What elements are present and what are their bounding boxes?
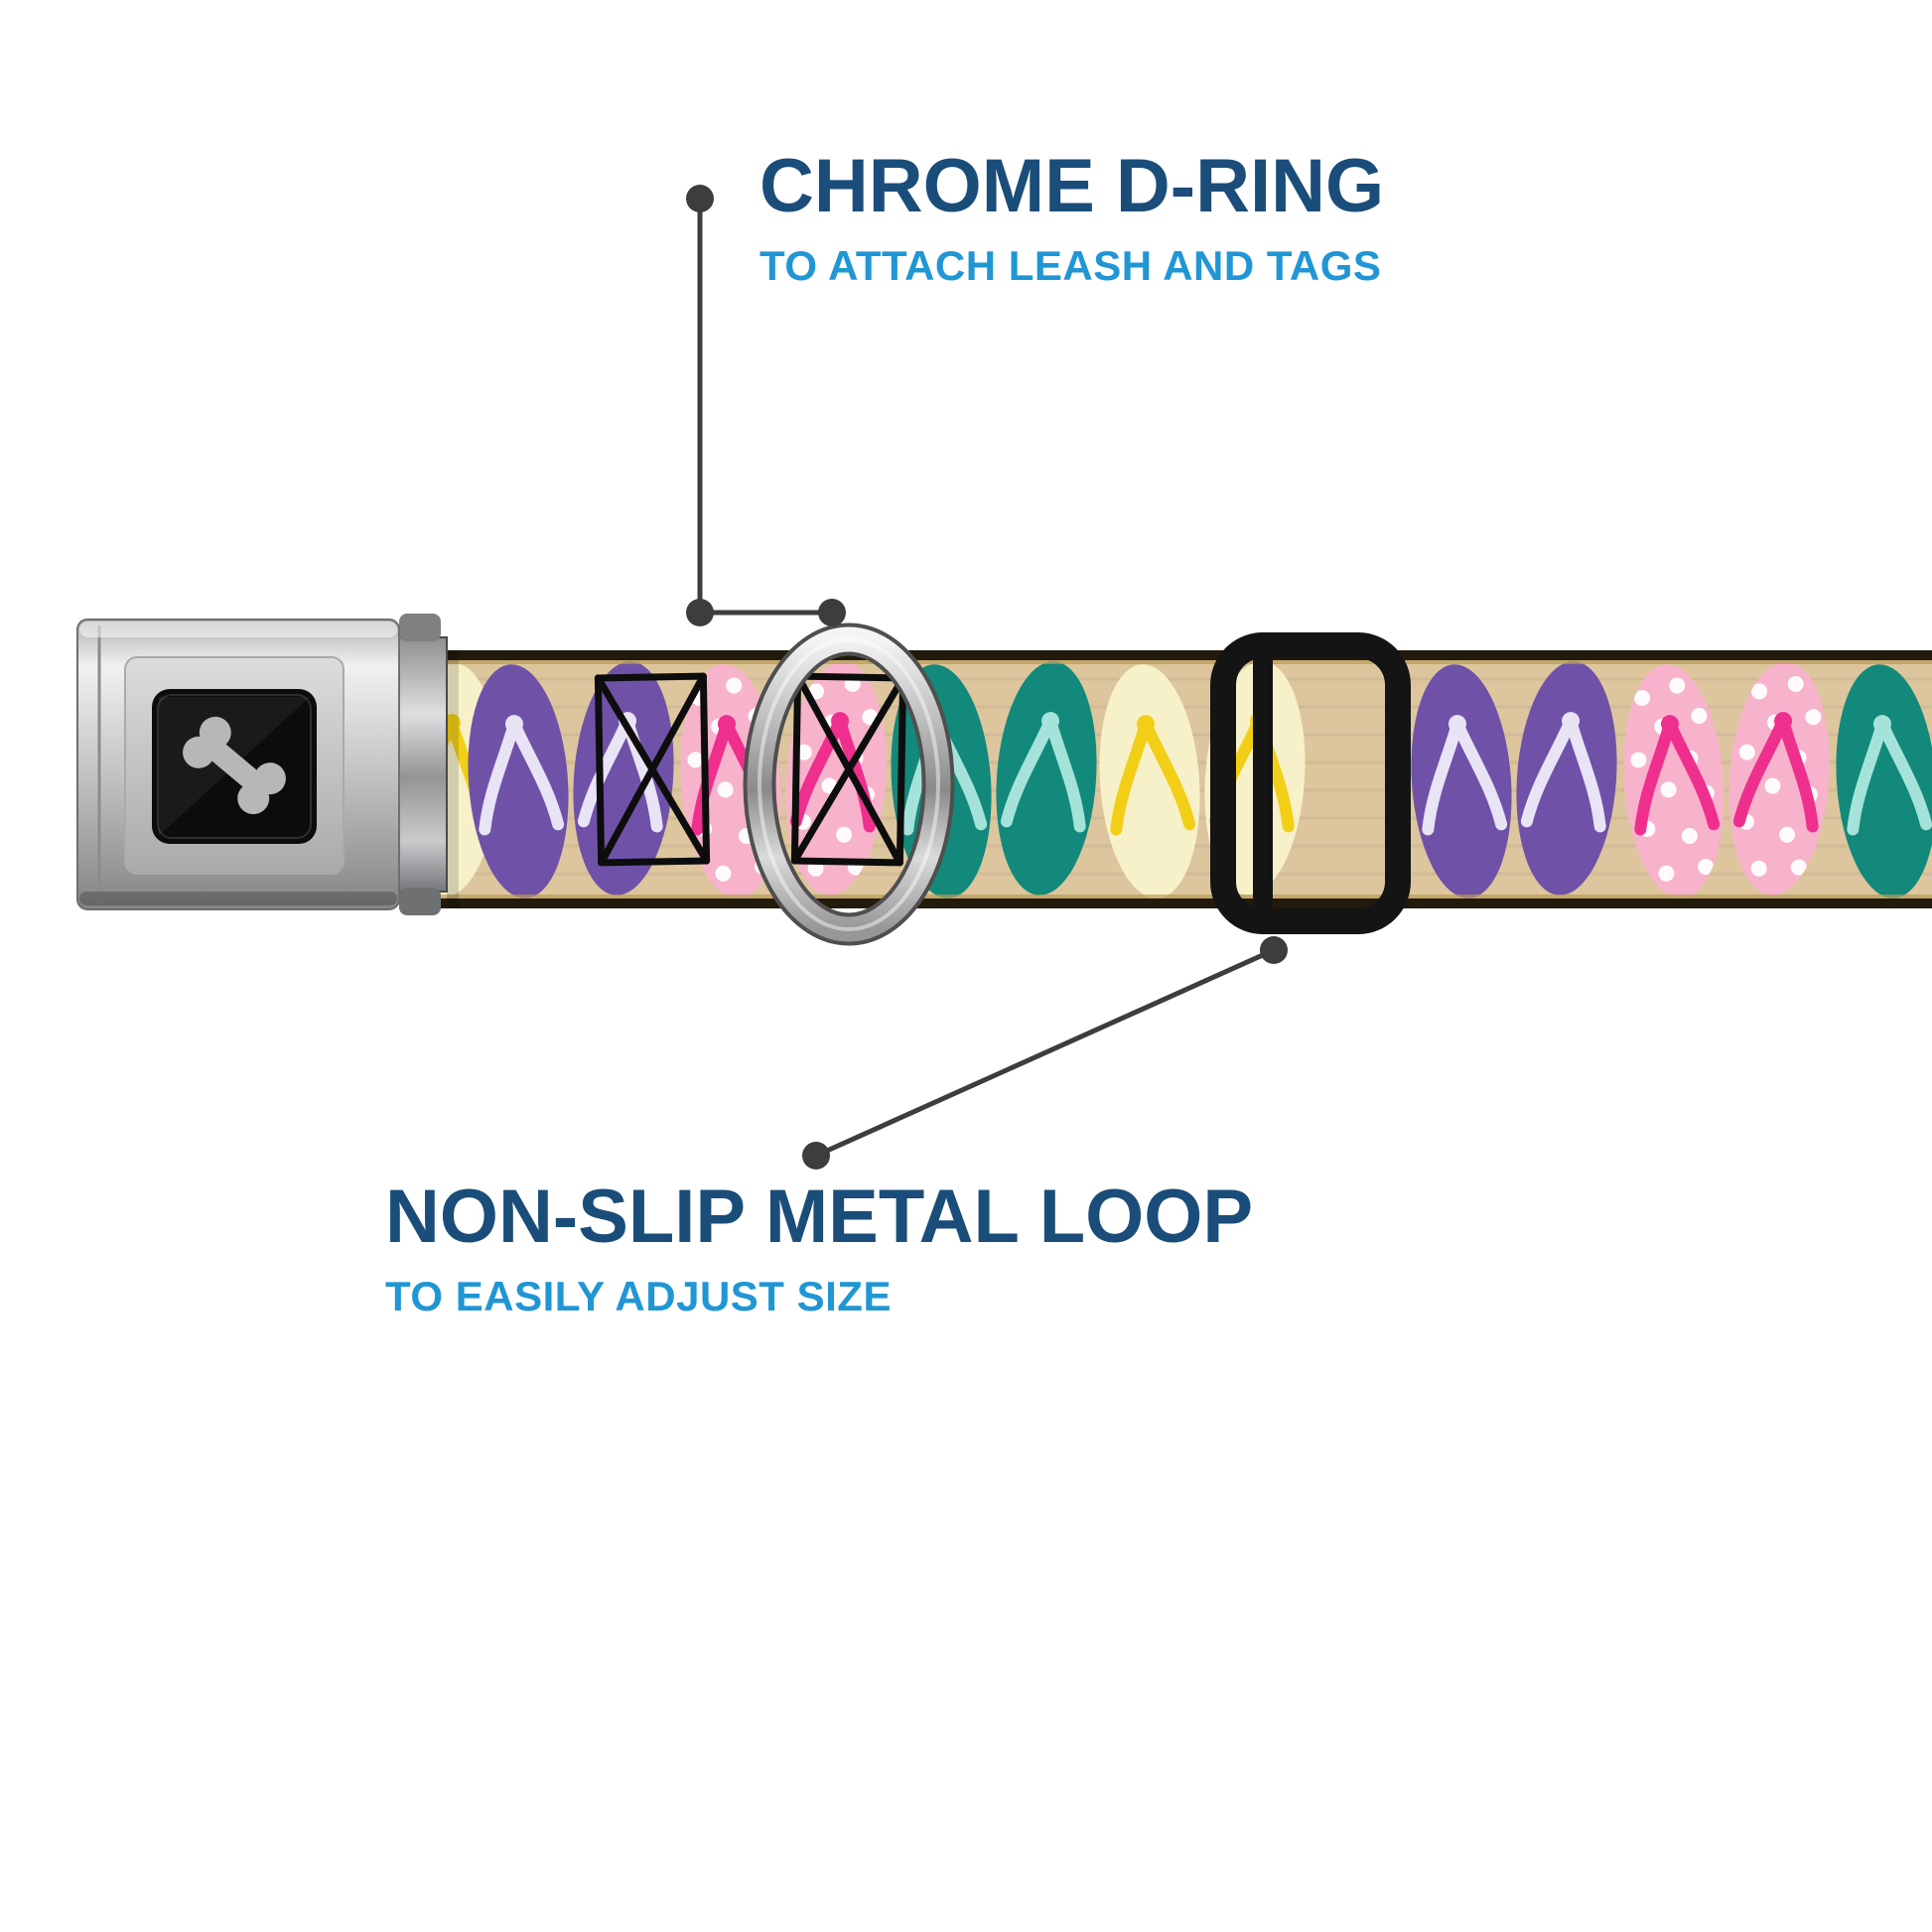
dring-callout: CHROME D-RING TO ATTACH LEASH AND TAGS bbox=[759, 147, 1384, 290]
chrome-d-ring bbox=[743, 622, 955, 946]
dring-callout-title: CHROME D-RING bbox=[759, 144, 1385, 228]
dring-callout-connector bbox=[686, 185, 846, 626]
loop-callout-title: NON-SLIP METAL LOOP bbox=[385, 1174, 1254, 1259]
loop-callout-connector bbox=[802, 936, 1288, 1170]
dring-callout-subtitle: TO ATTACH LEASH AND TAGS bbox=[759, 241, 1382, 289]
non-slip-metal-loop bbox=[1210, 632, 1411, 934]
buckle-clamp bbox=[392, 636, 448, 893]
webbing-stitch-boxes bbox=[594, 672, 907, 867]
stitch-box-right bbox=[790, 672, 907, 867]
connector-dot bbox=[802, 1142, 830, 1170]
loop-callout: NON-SLIP METAL LOOP TO EASILY ADJUST SIZ… bbox=[385, 1177, 1253, 1320]
loop-callout-subtitle: TO EASILY ADJUST SIZE bbox=[385, 1272, 892, 1319]
stitch-box-left bbox=[594, 672, 711, 867]
collar-strap bbox=[417, 650, 1932, 908]
dog-bone-icon bbox=[183, 716, 286, 815]
connector-dot bbox=[818, 599, 846, 626]
seatbelt-buckle bbox=[76, 614, 448, 915]
